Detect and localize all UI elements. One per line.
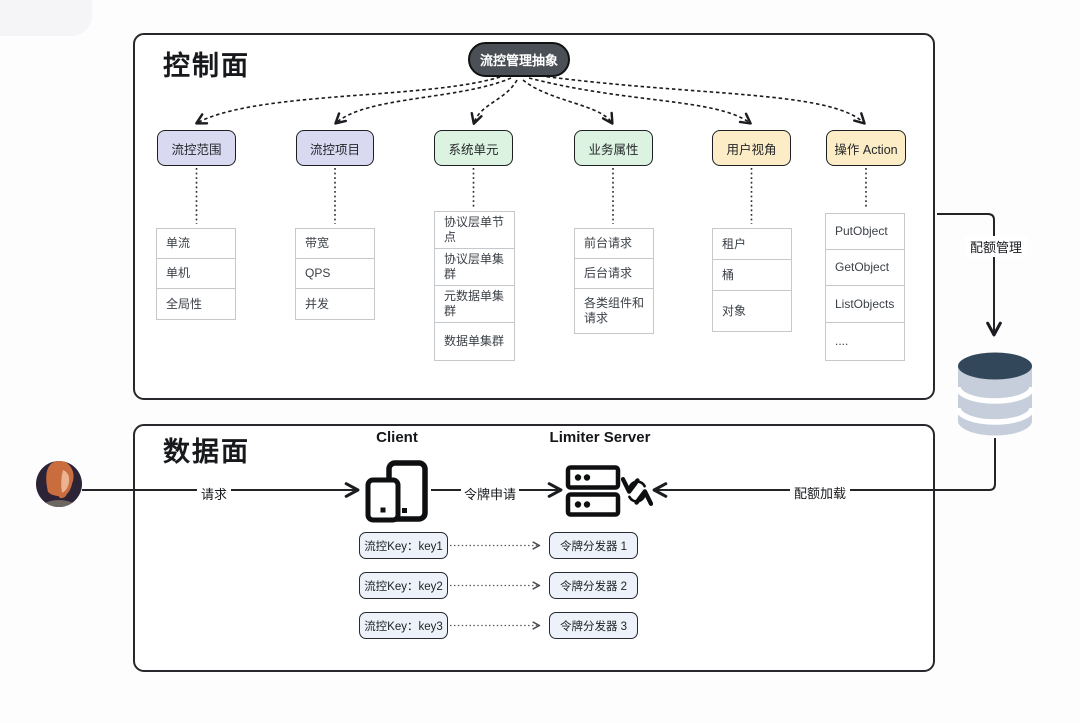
database-icon — [955, 352, 1035, 436]
category-box-business-attribute: 业务属性 — [574, 130, 653, 166]
quota-load-connector — [652, 438, 996, 498]
flow-key-box-3: 流控Key：key3 — [359, 612, 448, 639]
category-box-operation-action: 操作 Action — [826, 130, 906, 166]
list-item-user-perspective: 桶 — [712, 259, 792, 291]
list-item-flow-scope: 全局性 — [156, 288, 236, 320]
control-plane-title: 控制面 — [163, 51, 250, 81]
list-item-operation-action: PutObject — [825, 213, 905, 250]
token-dispatcher-box-1: 令牌分发器 1 — [549, 532, 638, 559]
server-rack-icon — [565, 465, 621, 517]
list-item-flow-item: 带宽 — [295, 228, 375, 259]
root-to-category-arrows — [195, 74, 866, 125]
list-item-operation-action: GetObject — [825, 249, 905, 286]
control-plane-panel — [133, 33, 935, 400]
category-box-flow-scope: 流控范围 — [157, 130, 236, 166]
data-plane-title: 数据面 — [163, 437, 250, 467]
quota-manage-connector — [937, 213, 1002, 337]
request-label: 请求 — [197, 483, 231, 504]
quota-load-label: 配额加载 — [790, 482, 850, 503]
token-dispatcher-box-2: 令牌分发器 2 — [549, 572, 638, 599]
category-box-user-perspective: 用户视角 — [712, 130, 791, 166]
list-item-business-attribute: 各类组件和请求 — [574, 288, 654, 334]
list-item-user-perspective: 对象 — [712, 290, 792, 332]
sync-icon — [629, 482, 644, 502]
list-item-business-attribute: 前台请求 — [574, 228, 654, 259]
root-node-flow-control-abstraction: 流控管理抽象 — [468, 42, 570, 77]
list-item-operation-action: ListObjects — [825, 285, 905, 323]
client-title: Client — [376, 429, 418, 446]
flow-key-box-1: 流控Key：key1 — [359, 532, 448, 559]
list-item-business-attribute: 后台请求 — [574, 258, 654, 289]
category-box-flow-item: 流控项目 — [296, 130, 374, 166]
flow-key-box-2: 流控Key：key2 — [359, 572, 448, 599]
category-to-list-connectors — [195, 168, 867, 224]
devices-icon — [365, 460, 428, 523]
list-item-flow-scope: 单机 — [156, 258, 236, 289]
list-item-user-perspective: 租户 — [712, 228, 792, 260]
list-item-operation-action: .... — [825, 322, 905, 361]
token-dispatcher-box-3: 令牌分发器 3 — [549, 612, 638, 639]
list-item-flow-item: QPS — [295, 258, 375, 289]
list-item-flow-scope: 单流 — [156, 228, 236, 259]
token-request-label: 令牌申请 — [461, 483, 519, 504]
user-avatar-icon — [36, 461, 82, 507]
list-item-system-unit: 数据单集群 — [434, 322, 515, 361]
limiter-server-title: Limiter Server — [549, 429, 651, 446]
list-item-system-unit: 元数据单集群 — [434, 285, 515, 323]
list-item-system-unit: 协议层单集群 — [434, 248, 515, 286]
key-to-dispatcher-arrows — [450, 541, 541, 630]
category-box-system-unit: 系统单元 — [434, 130, 513, 166]
background-card-corner — [0, 0, 92, 36]
list-item-system-unit: 协议层单节点 — [434, 211, 515, 249]
quota-manage-label: 配额管理 — [965, 236, 1027, 257]
list-item-flow-item: 并发 — [295, 288, 375, 320]
